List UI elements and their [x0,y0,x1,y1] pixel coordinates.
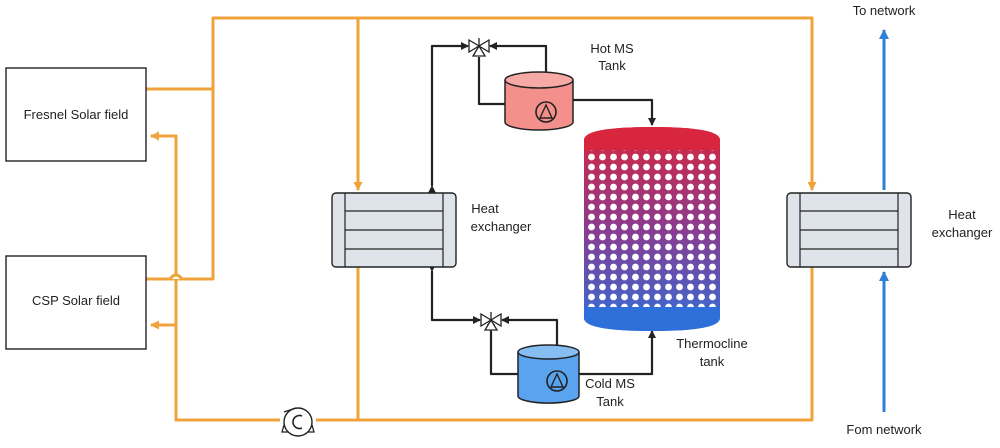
hx-right-label-2: exchanger [932,225,993,240]
pump-icon [535,101,557,123]
hot-ms-tank [504,71,574,131]
hx-left-label-1: Heat [471,201,499,216]
csp-solar-field: CSP Solar field [5,255,147,350]
compressor-icon [281,407,315,437]
pump-icon [546,370,568,392]
hx-left-label-2: exchanger [471,219,532,234]
pipe-crossover [168,273,184,280]
hot-tank-label-1: Hot MS [590,41,634,56]
csp-label: CSP Solar field [32,293,120,308]
from-network-label: Fom network [846,422,922,437]
thermocline-label-2: tank [700,354,725,369]
hx-right-label-1: Heat [948,207,976,222]
cold-ms-tank [517,344,580,404]
heat-exchanger-left [331,192,457,268]
three-way-valve-icon [468,38,490,57]
hot-tank-label-2: Tank [598,58,626,73]
thermocline-label-1: Thermocline [676,336,748,351]
thermocline-tank [584,127,720,331]
three-way-valve-icon [480,312,502,331]
fresnel-label: Fresnel Solar field [24,107,129,122]
cold-tank-label-1: Cold MS [585,376,635,391]
to-network-label: To network [853,3,916,18]
cold-tank-label-2: Tank [596,394,624,409]
fresnel-solar-field: Fresnel Solar field [5,67,147,162]
heat-exchanger-right [786,192,912,268]
